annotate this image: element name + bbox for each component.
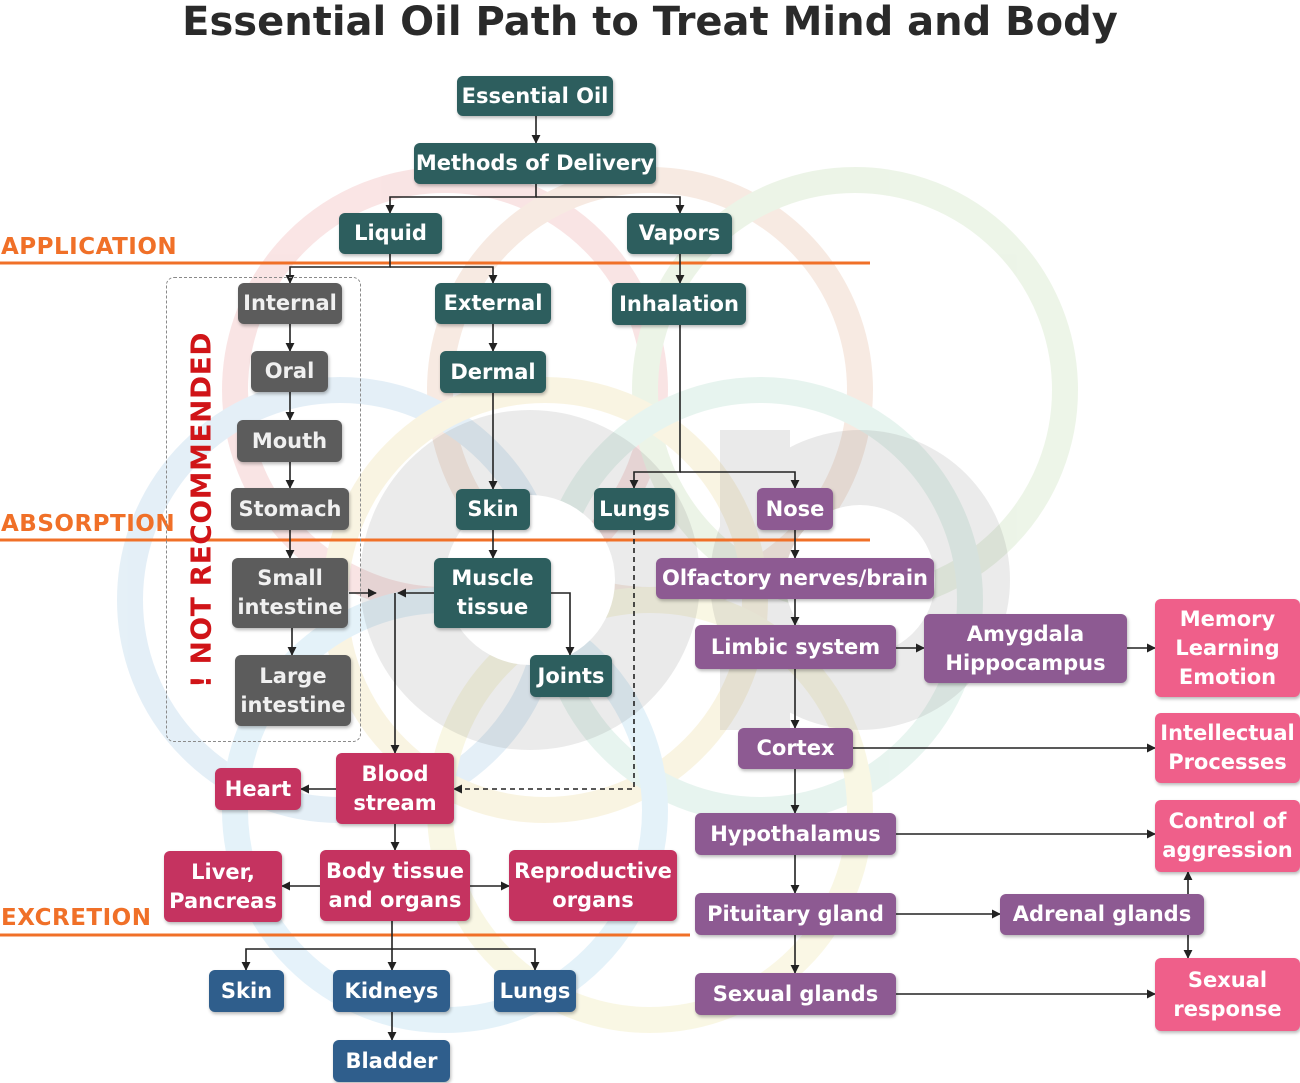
- arrow-liquid-external: [390, 266, 498, 284]
- node-body-tissue: Body tissue and organs: [320, 850, 470, 921]
- node-muscle-tissue: Muscle tissue: [434, 558, 551, 628]
- node-lungs-absorption: Lungs: [594, 488, 675, 530]
- node-vapors: Vapors: [627, 213, 732, 254]
- node-stomach: Stomach: [231, 488, 349, 530]
- arrow-methods-liquid: [385, 184, 537, 214]
- arrow-liquid-internal: [285, 254, 391, 284]
- phase-application: APPLICATION: [1, 234, 178, 260]
- node-heart: Heart: [215, 768, 301, 810]
- node-methods-of-delivery: Methods of Delivery: [414, 143, 656, 184]
- not-recommended-text: ! NOT RECOMMENDED: [184, 331, 218, 689]
- node-liquid: Liquid: [339, 213, 442, 254]
- phase-absorption: ABSORPTION: [1, 511, 176, 537]
- node-dermal: Dermal: [440, 351, 546, 393]
- arrow-inhalation-lungs: [629, 325, 681, 489]
- phase-excretion: EXCRETION: [1, 905, 152, 931]
- node-cortex: Cortex: [738, 728, 853, 769]
- node-liver-pancreas: Liver, Pancreas: [164, 851, 282, 922]
- node-control-of-aggression: Control of aggression: [1155, 800, 1300, 872]
- node-bladder: Bladder: [333, 1040, 450, 1082]
- arrow-body-lungs: [392, 948, 540, 971]
- node-amygdala-hippocampus: Amygdala Hippocampus: [924, 614, 1127, 683]
- arrow-lungs-blood: [453, 530, 635, 794]
- node-pituitary-gland: Pituitary gland: [695, 893, 896, 935]
- arrow-body-skin: [241, 921, 393, 971]
- node-limbic-system: Limbic system: [695, 625, 896, 669]
- node-mouth: Mouth: [237, 420, 342, 462]
- node-intellectual-processes: Intellectual Processes: [1155, 713, 1300, 783]
- node-large-intestine: Large intestine: [235, 655, 351, 726]
- node-essential-oil: Essential Oil: [457, 76, 613, 116]
- node-inhalation: Inhalation: [612, 283, 746, 325]
- node-external: External: [435, 283, 551, 324]
- node-sexual-response: Sexual response: [1155, 958, 1300, 1031]
- arrow-methods-vapors: [536, 196, 685, 214]
- node-reproductive-organs: Reproductive organs: [509, 850, 677, 921]
- diagram-title: Essential Oil Path to Treat Mind and Bod…: [182, 0, 1118, 45]
- arrow-inhalation-nose: [680, 471, 800, 489]
- node-adrenal-glands: Adrenal glands: [1000, 894, 1204, 935]
- node-blood-stream: Blood stream: [336, 753, 454, 824]
- node-internal: Internal: [238, 283, 342, 324]
- node-kidneys: Kidneys: [333, 970, 450, 1012]
- node-joints: Joints: [530, 655, 612, 697]
- node-sexual-glands: Sexual glands: [695, 973, 896, 1015]
- node-skin-absorption: Skin: [456, 489, 530, 530]
- node-skin-excretion: Skin: [209, 970, 284, 1012]
- node-olfactory-nerves: Olfactory nerves/brain: [656, 558, 934, 599]
- node-memory-learning-emotion: Memory Learning Emotion: [1155, 599, 1300, 697]
- node-oral: Oral: [251, 351, 328, 392]
- node-lungs-excretion: Lungs: [494, 970, 576, 1012]
- node-small-intestine: Small intestine: [232, 558, 348, 628]
- phase-lines: [0, 261, 870, 937]
- not-recommended-frame: [166, 277, 361, 742]
- node-hypothalamus: Hypothalamus: [695, 813, 896, 855]
- arrow-muscle-joints: [551, 592, 575, 656]
- node-nose: Nose: [757, 488, 833, 530]
